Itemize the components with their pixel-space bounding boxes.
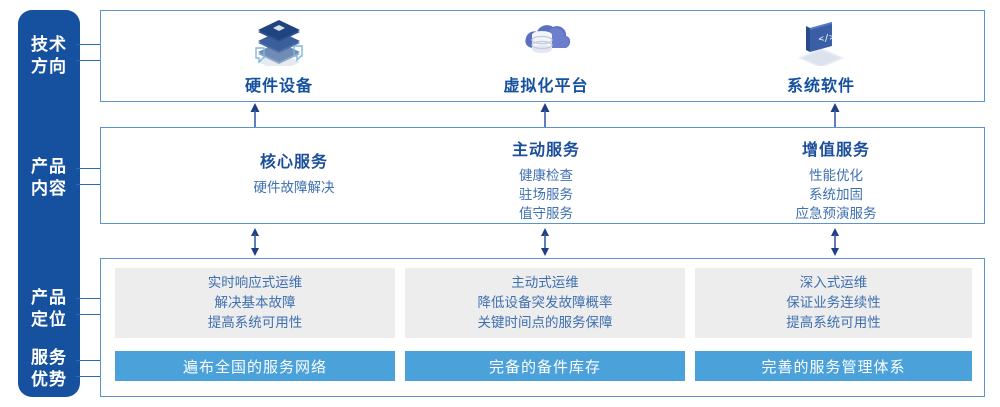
svg-text:</>: </> xyxy=(818,32,836,45)
advantage-bar-label: 完善的服务管理体系 xyxy=(761,358,906,376)
position-item: 关键时间点的服务保障 xyxy=(477,315,613,330)
position-item: 提高系统可用性 xyxy=(786,315,881,330)
arrow-up-icon xyxy=(537,103,553,132)
position-item: 保证业务连续性 xyxy=(786,295,881,310)
rail-label-line2: 内容 xyxy=(31,179,67,198)
connector-content-top xyxy=(76,168,102,169)
rail-label-service-advantage: 服务 优势 xyxy=(18,347,80,391)
tech-column-virtualization[interactable]: 虚拟化平台 xyxy=(461,11,631,103)
rail-label-line1: 技术 xyxy=(31,35,67,54)
rail-label-product-position: 产品 定位 xyxy=(18,287,80,331)
position-card-indepth[interactable]: 深入式运维 保证业务连续性 提高系统可用性 xyxy=(695,268,972,338)
rail-label-product-content: 产品 内容 xyxy=(18,156,80,200)
tech-column-label: 虚拟化平台 xyxy=(503,78,589,95)
tech-column-hardware[interactable]: 硬件设备 xyxy=(194,11,364,103)
service-item: 值守服务 xyxy=(519,206,573,221)
position-card-realtime[interactable]: 实时响应式运维 解决基本故障 提高系统可用性 xyxy=(115,268,395,338)
tech-column-label: 硬件设备 xyxy=(244,78,313,95)
connector-tech-bottom xyxy=(76,60,102,61)
product-content-panel: 核心服务 硬件故障解决 主动服务 健康检查 驻场服务 值守服务 增值服务 性能优… xyxy=(100,127,985,224)
arrow-up-down-icon xyxy=(537,228,553,261)
service-item: 驻场服务 xyxy=(519,187,573,202)
tech-column-system-software[interactable]: </> 系统软件 xyxy=(736,11,906,103)
tech-column-label: 系统软件 xyxy=(786,78,855,95)
position-item: 降低设备突发故障概率 xyxy=(477,295,613,310)
connector-position-top xyxy=(76,298,102,299)
service-column-proactive[interactable]: 主动服务 健康检查 驻场服务 值守服务 xyxy=(446,136,646,223)
service-column-value-added[interactable]: 增值服务 性能优化 系统加固 应急预演服务 xyxy=(736,136,936,223)
rail-label-line2: 定位 xyxy=(31,310,67,329)
advantage-bar-management[interactable]: 完善的服务管理体系 xyxy=(695,351,972,381)
service-item: 健康检查 xyxy=(519,168,573,183)
category-rail: 技术 方向 产品 内容 产品 定位 服务 优势 xyxy=(18,10,80,397)
rail-label-line1: 产品 xyxy=(31,288,67,307)
position-card-proactive[interactable]: 主动式运维 降低设备突发故障概率 关键时间点的服务保障 xyxy=(405,268,685,338)
server-stack-icon xyxy=(250,18,308,66)
service-item: 应急预演服务 xyxy=(795,206,877,221)
service-item: 硬件故障解决 xyxy=(253,180,335,195)
arrow-up-down-icon xyxy=(247,228,263,261)
connector-advantage-top xyxy=(76,360,102,361)
position-item: 深入式运维 xyxy=(799,275,868,290)
cloud-database-icon xyxy=(517,18,575,66)
advantage-bar-spare-parts[interactable]: 完备的备件库存 xyxy=(405,351,685,381)
advantage-bar-label: 遍布全国的服务网络 xyxy=(182,358,327,376)
position-item: 主动式运维 xyxy=(511,275,579,290)
service-column-core[interactable]: 核心服务 硬件故障解决 xyxy=(194,148,394,197)
rail-label-tech-direction: 技术 方向 xyxy=(18,34,80,78)
advantage-bar-network[interactable]: 遍布全国的服务网络 xyxy=(115,351,395,381)
arrow-up-down-icon xyxy=(827,228,843,261)
connector-tech-top xyxy=(76,44,102,45)
connector-position-bottom xyxy=(76,314,102,315)
arrow-up-icon xyxy=(247,103,263,132)
rail-label-line2: 方向 xyxy=(31,57,67,76)
service-title: 主动服务 xyxy=(511,142,580,159)
advantage-bar-label: 完备的备件库存 xyxy=(488,358,601,376)
position-advantage-panel: 实时响应式运维 解决基本故障 提高系统可用性 主动式运维 降低设备突发故障概率 … xyxy=(100,258,985,397)
position-item: 提高系统可用性 xyxy=(207,315,303,330)
connector-content-bottom xyxy=(76,184,102,185)
service-item: 性能优化 xyxy=(809,168,863,183)
position-item: 实时响应式运维 xyxy=(207,275,303,290)
service-title: 增值服务 xyxy=(801,142,870,159)
rail-label-line1: 服务 xyxy=(31,348,67,367)
arrow-up-icon xyxy=(827,103,843,132)
tech-direction-panel: 硬件设备 虚拟化平台 xyxy=(100,10,985,102)
service-title: 核心服务 xyxy=(259,154,328,171)
service-item: 系统加固 xyxy=(809,187,863,202)
laptop-code-icon: </> xyxy=(792,18,850,66)
rail-label-line2: 优势 xyxy=(31,370,67,389)
position-item: 解决基本故障 xyxy=(214,295,296,310)
connector-advantage-bottom xyxy=(76,376,102,377)
rail-label-line1: 产品 xyxy=(31,157,67,176)
